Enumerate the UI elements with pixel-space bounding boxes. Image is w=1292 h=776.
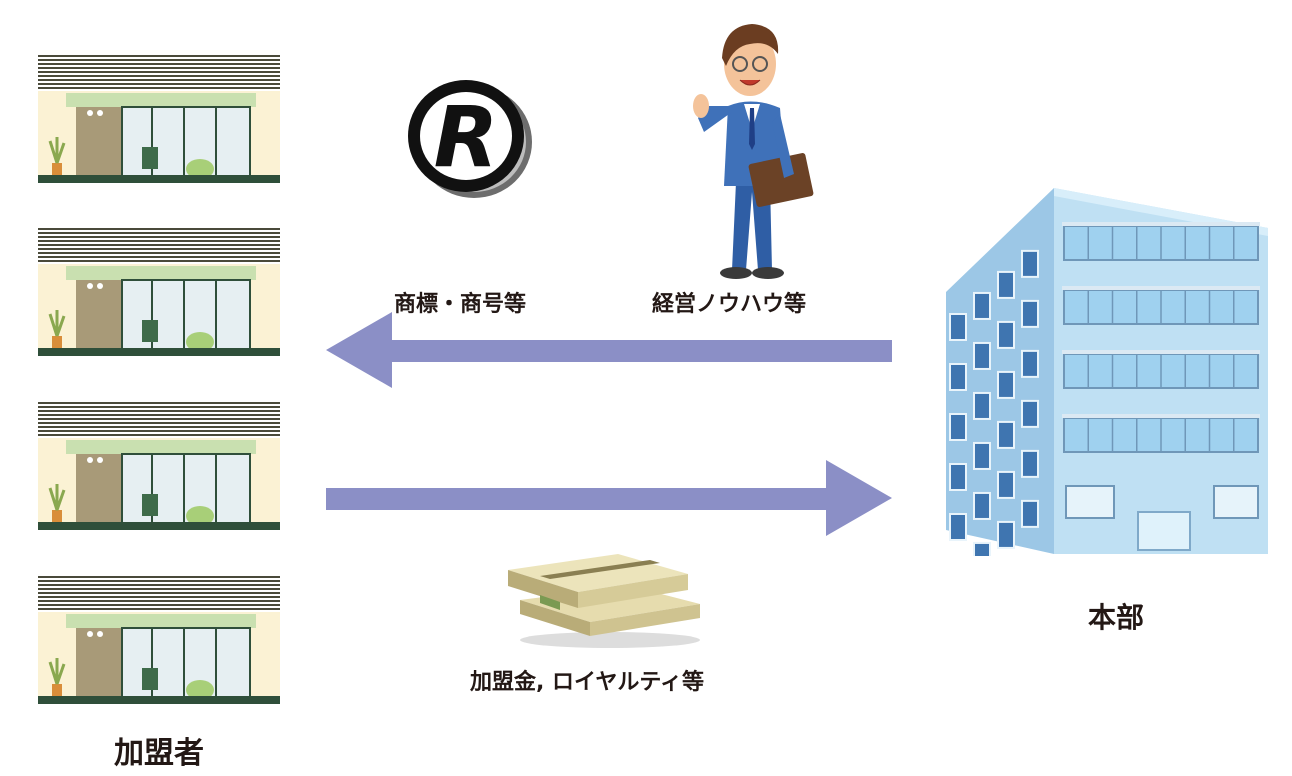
businessman-icon [693, 24, 814, 279]
fees-label: 加盟金, ロイヤルティ等 [470, 670, 705, 695]
store-icon [38, 402, 280, 530]
cash-stack-icon [508, 554, 700, 648]
store-icon [38, 228, 280, 356]
office-building-icon [946, 188, 1268, 556]
headquarters-label: 本部 [1088, 601, 1145, 634]
arrow-to-headquarters [326, 460, 892, 536]
store-icon [38, 55, 280, 183]
arrow-to-franchisee [326, 312, 892, 388]
store-icon [38, 576, 280, 704]
knowhow-label: 経営ノウハウ等 [652, 292, 807, 317]
trademark-label: 商標・商号等 [394, 292, 527, 317]
franchisee-label: 加盟者 [114, 736, 204, 771]
registered-trademark-icon: R [408, 80, 532, 198]
registered-mark-letter: R [434, 88, 499, 186]
